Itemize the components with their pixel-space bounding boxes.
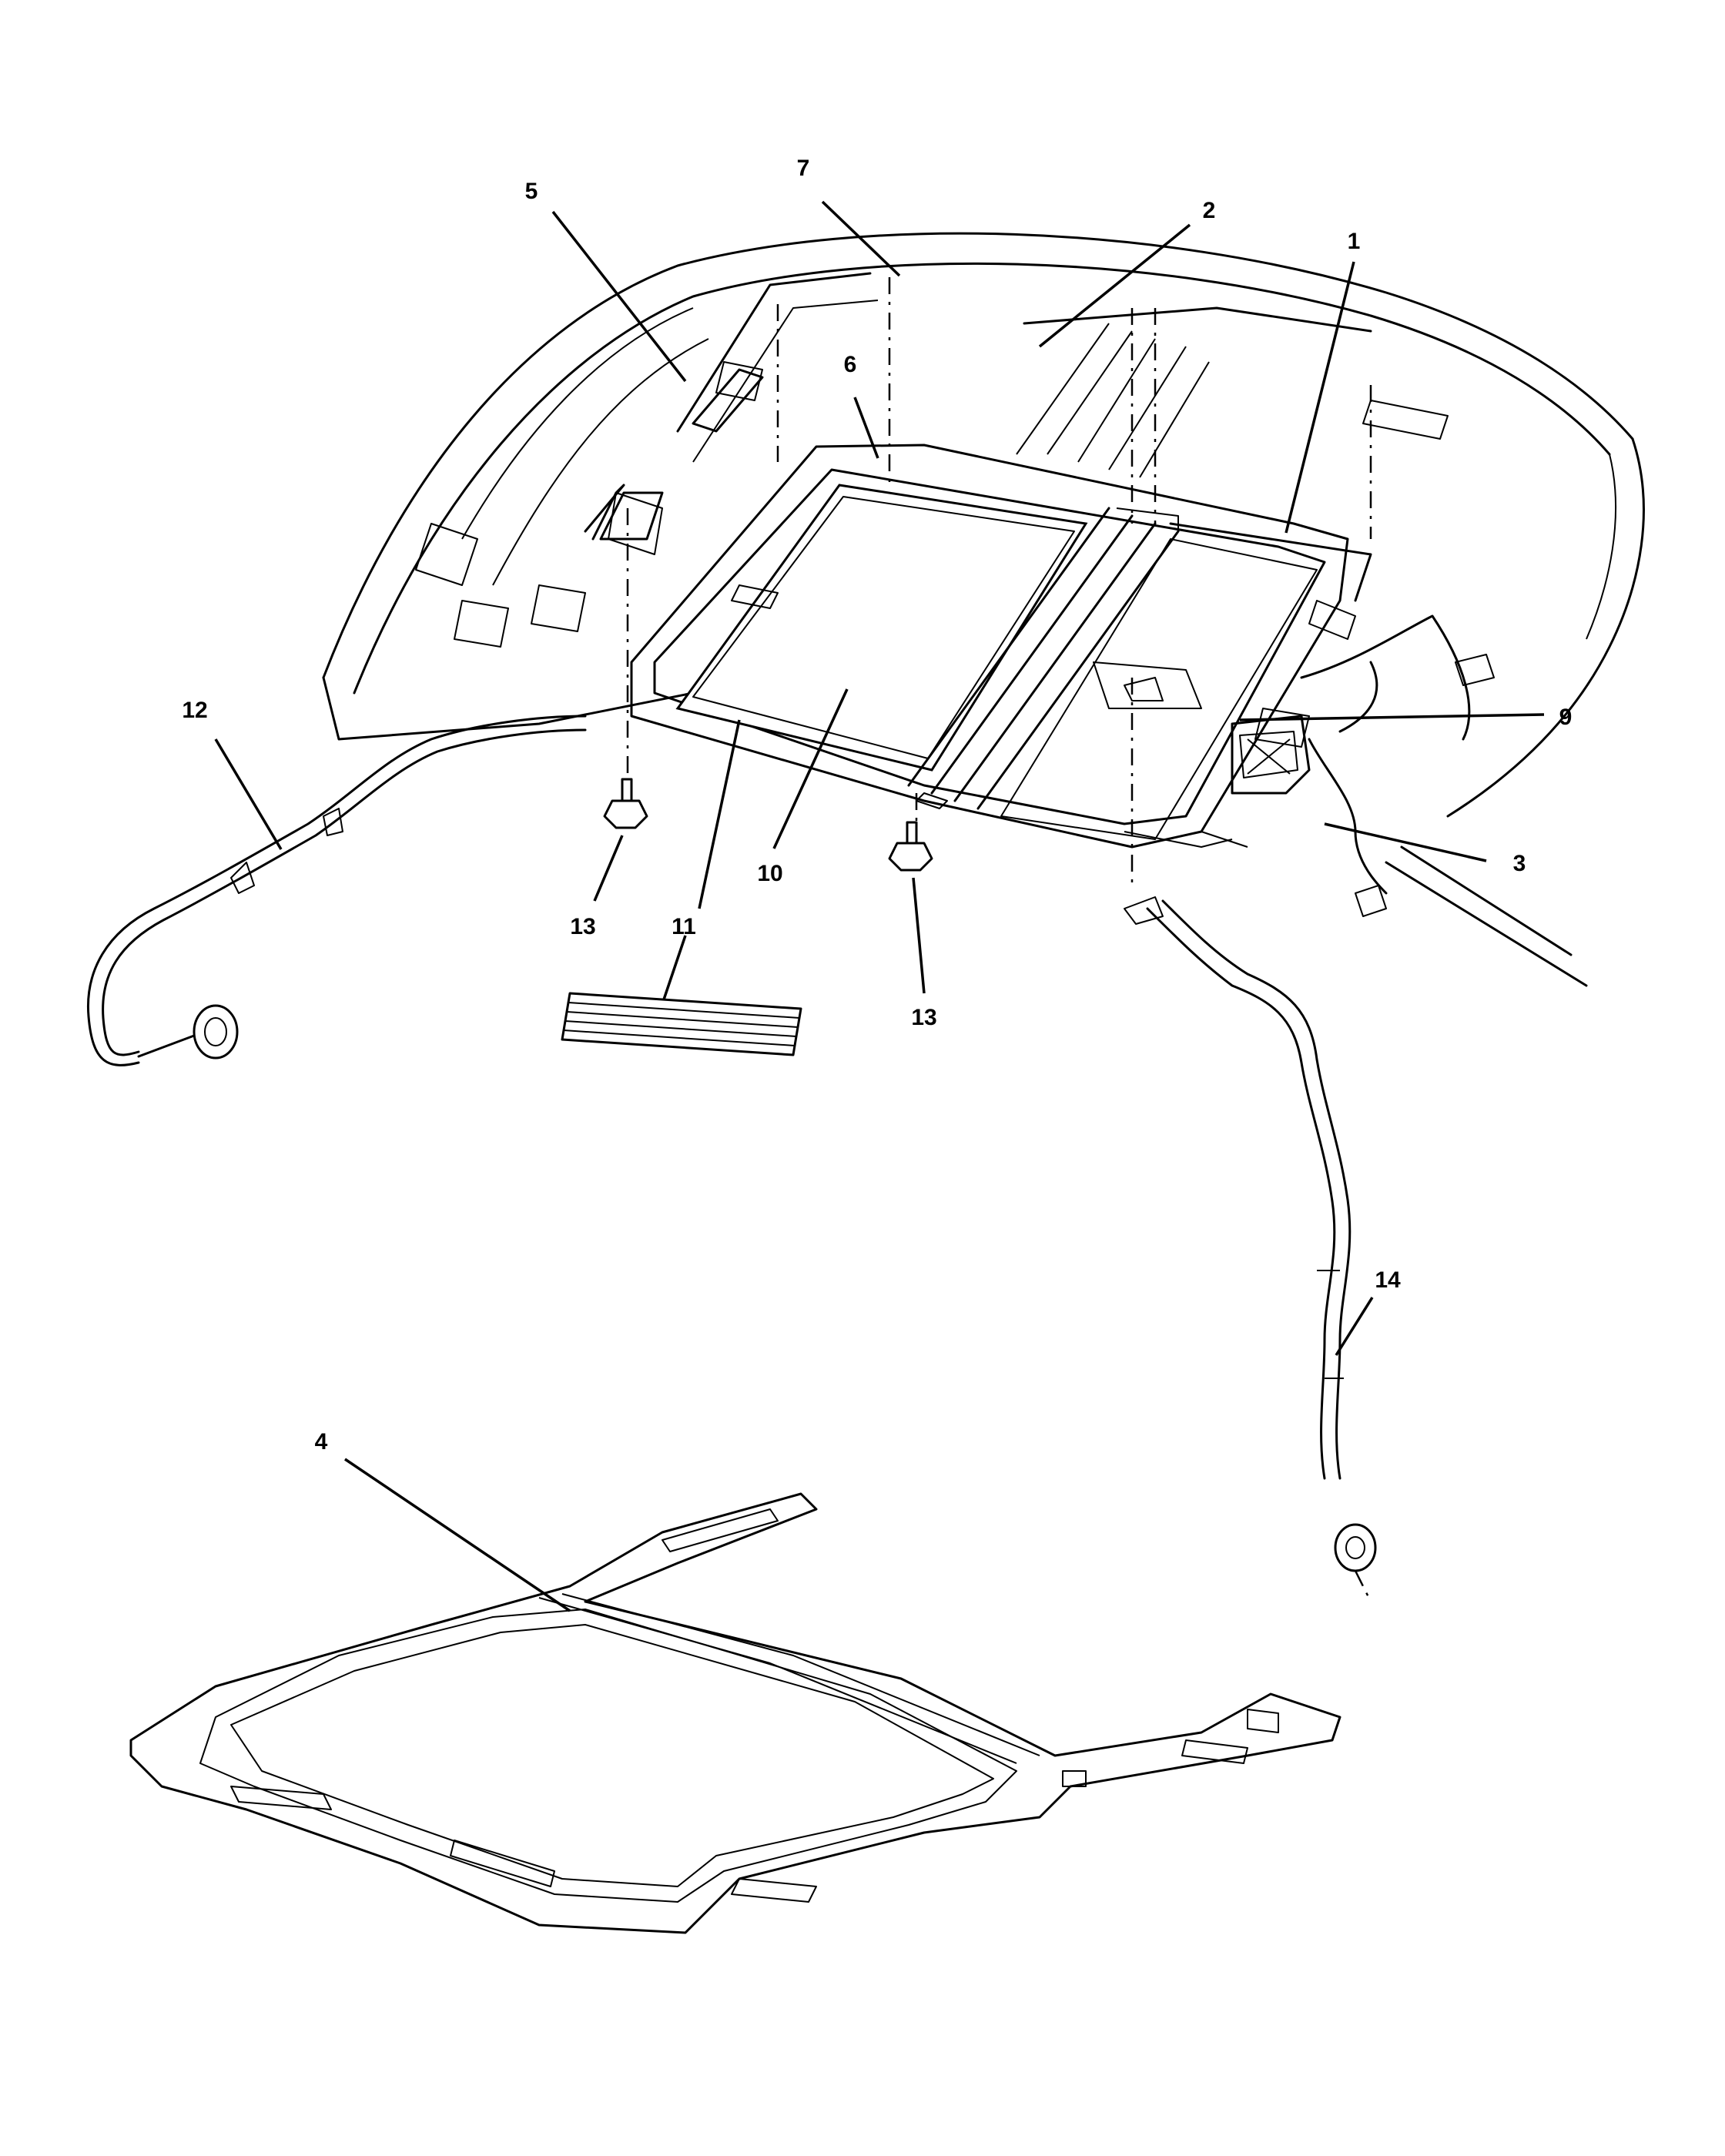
drain-grommet-left — [137, 1004, 239, 1060]
callout-6: 6 — [844, 352, 857, 377]
sunroof-rails — [907, 507, 1180, 810]
drain-hose-right — [1124, 896, 1352, 1480]
callout-1: 1 — [1348, 229, 1361, 254]
leader-lines — [214, 200, 1545, 1612]
drain-grommet-right — [1334, 1523, 1377, 1602]
fastener-center — [888, 821, 933, 872]
callout-14: 14 — [1375, 1267, 1401, 1293]
side-bracket — [584, 368, 764, 541]
sunshade-panel — [1000, 538, 1318, 840]
callout-2: 2 — [1203, 198, 1216, 223]
callout-3: 3 — [1513, 851, 1526, 876]
callout-labels: 1 2 3 4 5 6 7 9 10 11 12 13 13 14 — [182, 156, 1572, 1455]
callout-5: 5 — [525, 179, 538, 204]
sunroof-motor — [1231, 715, 1311, 795]
reinforcement-frame — [129, 1492, 1341, 1934]
callout-12: 12 — [182, 698, 207, 723]
callout-13a: 13 — [570, 914, 595, 939]
wire-harness — [1300, 614, 1495, 917]
assembly-lines — [626, 277, 1372, 886]
weatherstrip-seal — [561, 992, 802, 1056]
callout-4: 4 — [315, 1429, 328, 1455]
callout-13b: 13 — [911, 1005, 936, 1030]
callout-10: 10 — [757, 861, 782, 886]
callout-11: 11 — [672, 914, 696, 939]
drain-hose-left — [86, 715, 587, 1066]
glass-panel — [675, 484, 1088, 772]
fastener-left — [603, 778, 648, 829]
roof-panel — [322, 232, 1645, 987]
callout-7: 7 — [797, 156, 810, 181]
callout-9: 9 — [1559, 705, 1573, 730]
